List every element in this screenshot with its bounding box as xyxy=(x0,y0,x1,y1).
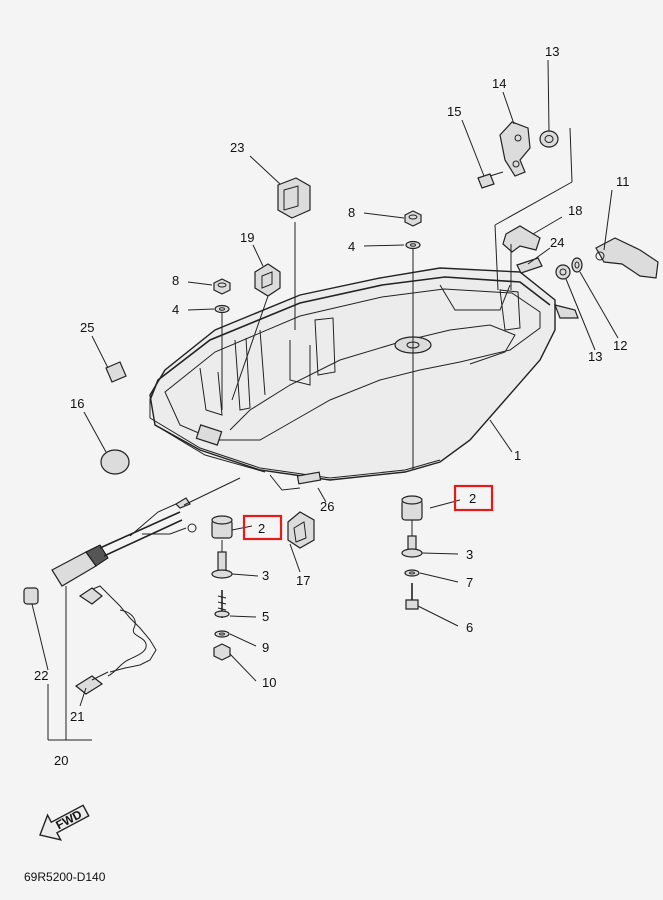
fwd-arrow-icon: FWD xyxy=(39,804,90,841)
label-part-14: 14 xyxy=(492,76,506,91)
label-part-22: 22 xyxy=(34,668,48,683)
label-part-16: 16 xyxy=(70,396,84,411)
label-part-13-right: 13 xyxy=(588,349,602,364)
label-part-23: 23 xyxy=(230,140,244,155)
label-part-25: 25 xyxy=(80,320,94,335)
part-7-washer xyxy=(404,569,420,577)
part-13-bushing-top xyxy=(539,130,559,148)
label-part-13-top: 13 xyxy=(545,44,559,59)
part-15-bolt xyxy=(477,171,504,189)
part-4-washer-center xyxy=(405,240,421,250)
label-part-3-left: 3 xyxy=(262,568,269,583)
label-part-10: 10 xyxy=(262,675,276,690)
part-8-nut-center xyxy=(404,210,422,227)
part-23-grommet xyxy=(277,177,311,219)
label-part-4-left: 4 xyxy=(172,302,179,317)
part-21-lanyard xyxy=(74,585,157,695)
part-3-collar-right xyxy=(401,535,423,558)
label-part-3-right: 3 xyxy=(466,547,473,562)
label-part-9: 9 xyxy=(262,640,269,655)
part-20-stop-switch xyxy=(23,497,197,605)
label-part-8-left: 8 xyxy=(172,273,179,288)
label-part-21: 21 xyxy=(70,709,84,724)
part-24-pad xyxy=(516,257,543,274)
label-part-8-center: 8 xyxy=(348,205,355,220)
label-part-24: 24 xyxy=(550,235,564,250)
label-part-6: 6 xyxy=(466,620,473,635)
part-8-nut-left xyxy=(213,278,231,295)
bottom-cowling xyxy=(149,267,579,491)
part-3-collar-left xyxy=(211,551,233,579)
label-part-12: 12 xyxy=(613,338,627,353)
label-part-1: 1 xyxy=(514,448,521,463)
leader-lines xyxy=(31,59,619,741)
highlight-box-part-2-right[interactable] xyxy=(453,484,494,512)
label-part-11: 11 xyxy=(616,174,630,189)
label-part-20: 20 xyxy=(54,753,68,768)
part-14-bracket xyxy=(499,121,531,177)
part-17-grommet xyxy=(287,511,315,549)
part-10-nut xyxy=(213,643,231,661)
part-16-plug xyxy=(100,449,130,475)
part-9-washer xyxy=(214,630,230,638)
part-2-mount-left xyxy=(211,515,233,539)
label-part-2-left[interactable]: 2 xyxy=(258,521,265,536)
part-4-washer-left xyxy=(214,304,230,314)
part-6-bolt xyxy=(405,583,419,610)
label-part-15: 15 xyxy=(447,104,461,119)
part-19-bracket xyxy=(254,263,281,297)
label-part-4-center: 4 xyxy=(348,239,355,254)
part-13-bushing-right xyxy=(555,264,571,280)
label-part-7: 7 xyxy=(466,575,473,590)
part-2-mount-right xyxy=(401,495,423,521)
label-part-26: 26 xyxy=(320,499,334,514)
label-part-17: 17 xyxy=(296,573,310,588)
diagram-code: 69R5200-D140 xyxy=(24,870,106,884)
label-part-2-right[interactable]: 2 xyxy=(469,491,476,506)
part-11-handle xyxy=(595,237,659,279)
part-18-lever xyxy=(502,225,541,290)
highlight-box-part-2-left[interactable] xyxy=(242,514,283,541)
label-part-18: 18 xyxy=(568,203,582,218)
part-5-stud xyxy=(214,590,230,618)
label-part-19: 19 xyxy=(240,230,254,245)
label-part-5: 5 xyxy=(262,609,269,624)
part-12-washer xyxy=(571,257,583,273)
part-25-label xyxy=(105,361,127,383)
